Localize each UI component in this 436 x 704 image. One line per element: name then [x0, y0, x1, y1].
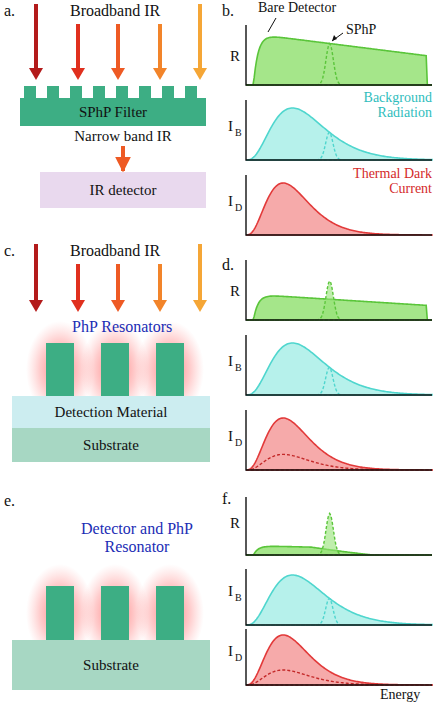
material-layer: Detection Material: [12, 396, 210, 428]
text-label: Broadband IR: [70, 2, 160, 20]
text-label: e.: [4, 492, 15, 510]
text-label: c.: [4, 242, 15, 260]
substrate-layer: Substrate: [12, 640, 210, 690]
plot-axes: [246, 497, 432, 555]
node-label: Substrate: [83, 437, 139, 454]
detector-box: IR detector: [40, 172, 206, 208]
ir-ray-head: [111, 68, 125, 80]
leader-line: [332, 33, 343, 41]
text-label: I: [228, 118, 233, 135]
leader-head: [332, 35, 337, 41]
php-resonator: [101, 586, 129, 640]
substrate-layer: Substrate: [12, 428, 210, 462]
text-label: a.: [4, 2, 15, 20]
subscript: D: [235, 437, 242, 448]
spectrum-curve: [246, 37, 432, 85]
text-label: SPhP: [346, 22, 376, 37]
text-label: I: [228, 428, 233, 445]
ir-ray: [116, 264, 120, 302]
subscript: B: [235, 127, 242, 138]
ir-ray: [76, 24, 80, 70]
ir-ray: [158, 24, 162, 70]
plot-axes: [246, 260, 432, 320]
text-label: Detector and PhP Resonator: [62, 520, 212, 555]
text-label: Bare Detector: [258, 0, 336, 15]
spectrum-curve: [246, 44, 432, 85]
subscript: D: [235, 202, 242, 213]
spectrum-curve: [246, 599, 432, 625]
spectrum-curve: [246, 132, 432, 160]
subscript: B: [235, 362, 242, 373]
spectrum-curve: [246, 418, 432, 470]
spectrum-curve: [246, 296, 432, 320]
text-label: d.: [222, 256, 234, 274]
spectrum-curve: [246, 281, 432, 320]
spectrum-curve: [246, 367, 432, 395]
text-label: I: [228, 643, 233, 660]
edge-label: Narrow band IR: [72, 128, 173, 145]
ir-ray: [198, 4, 202, 70]
text-label: R: [230, 48, 240, 65]
ir-ray: [116, 24, 120, 70]
text-label: Energy: [380, 687, 420, 702]
narrowband-arrow: [121, 146, 125, 171]
spectrum-curve: [246, 575, 432, 625]
text-label: Broadband IR: [70, 242, 160, 260]
php-resonator: [156, 343, 184, 396]
ir-ray-head: [71, 300, 85, 312]
ir-ray-head: [193, 300, 207, 312]
text-label: R: [230, 515, 240, 532]
ir-ray-head: [29, 68, 43, 80]
text-label: I: [228, 193, 233, 210]
node-label: SPhP Filter: [79, 104, 147, 121]
ir-ray-head: [153, 300, 167, 312]
spectrum-curve: [246, 343, 432, 395]
plot-axes: [246, 25, 432, 85]
ir-ray: [34, 4, 38, 70]
ir-ray-head: [111, 300, 125, 312]
ir-ray-head: [193, 68, 207, 80]
ir-ray: [158, 264, 162, 302]
text-label: Thermal Dark Current: [350, 166, 432, 197]
plot-axes: [246, 335, 432, 395]
text-label: f.: [222, 490, 231, 508]
spectrum-curve: [246, 635, 432, 685]
spectrum-curve: [246, 513, 432, 555]
ir-ray: [198, 244, 202, 302]
filter-plate: SPhP Filter: [20, 98, 206, 126]
plot-axes: [246, 629, 432, 685]
php-resonator: [46, 343, 74, 396]
node-label: Detection Material: [55, 404, 168, 421]
php-resonator: [156, 586, 184, 640]
subscript: B: [235, 592, 242, 603]
text-label: I: [228, 583, 233, 600]
text-label: b.: [222, 2, 234, 20]
node-label: Substrate: [83, 657, 139, 674]
spectrum-curve: [246, 454, 432, 470]
plot-axes: [246, 410, 432, 470]
node-label: IR detector: [89, 182, 156, 199]
subscript: D: [235, 652, 242, 663]
ir-ray-head: [153, 68, 167, 80]
plot-axes: [246, 569, 432, 625]
php-resonator: [101, 343, 129, 396]
ir-ray: [76, 264, 80, 302]
ir-ray-head: [29, 300, 43, 312]
text-label: Background Radiation: [350, 90, 432, 121]
text-label: PhP Resonators: [72, 318, 172, 336]
text-label: R: [230, 283, 240, 300]
php-resonator: [46, 586, 74, 640]
spectrum-curve: [246, 670, 432, 685]
ir-ray-head: [71, 68, 85, 80]
ir-ray: [34, 244, 38, 302]
leader-line: [268, 18, 276, 32]
text-label: I: [228, 353, 233, 370]
